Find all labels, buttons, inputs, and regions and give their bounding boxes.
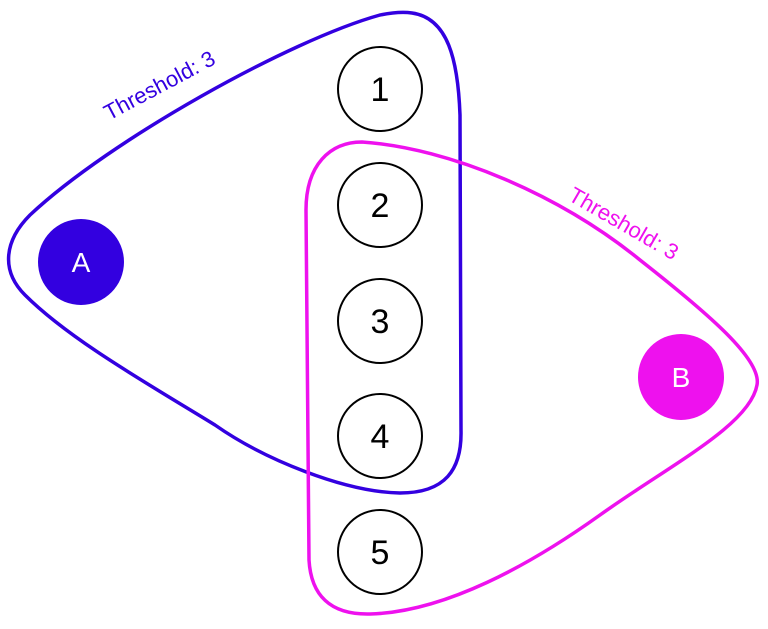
node-label: 3 <box>371 303 390 341</box>
node-label: 2 <box>371 187 390 225</box>
node-circle <box>337 162 423 248</box>
node-label: 1 <box>371 71 390 109</box>
group-b-boundary <box>304 140 759 616</box>
group-a-circle <box>38 219 124 305</box>
node-circle <box>337 509 423 595</box>
group-a-label: A <box>72 247 91 278</box>
node-3: 3 <box>337 278 423 364</box>
node-label: 4 <box>371 418 390 456</box>
group-b-label: B <box>672 362 691 393</box>
node-2: 2 <box>337 162 423 248</box>
node-circle <box>337 393 423 479</box>
node-4: 4 <box>337 393 423 479</box>
group-b-circle <box>638 334 724 420</box>
node-circle <box>337 278 423 364</box>
group-a-threshold-label: Threshold: 3 <box>100 46 220 125</box>
group-b-threshold-label: Threshold: 3 <box>565 182 683 265</box>
node-label: 5 <box>371 534 390 572</box>
group-a-boundary <box>6 10 463 495</box>
node-5: 5 <box>337 509 423 595</box>
node-1: 1 <box>337 46 423 132</box>
node-circle <box>337 46 423 132</box>
